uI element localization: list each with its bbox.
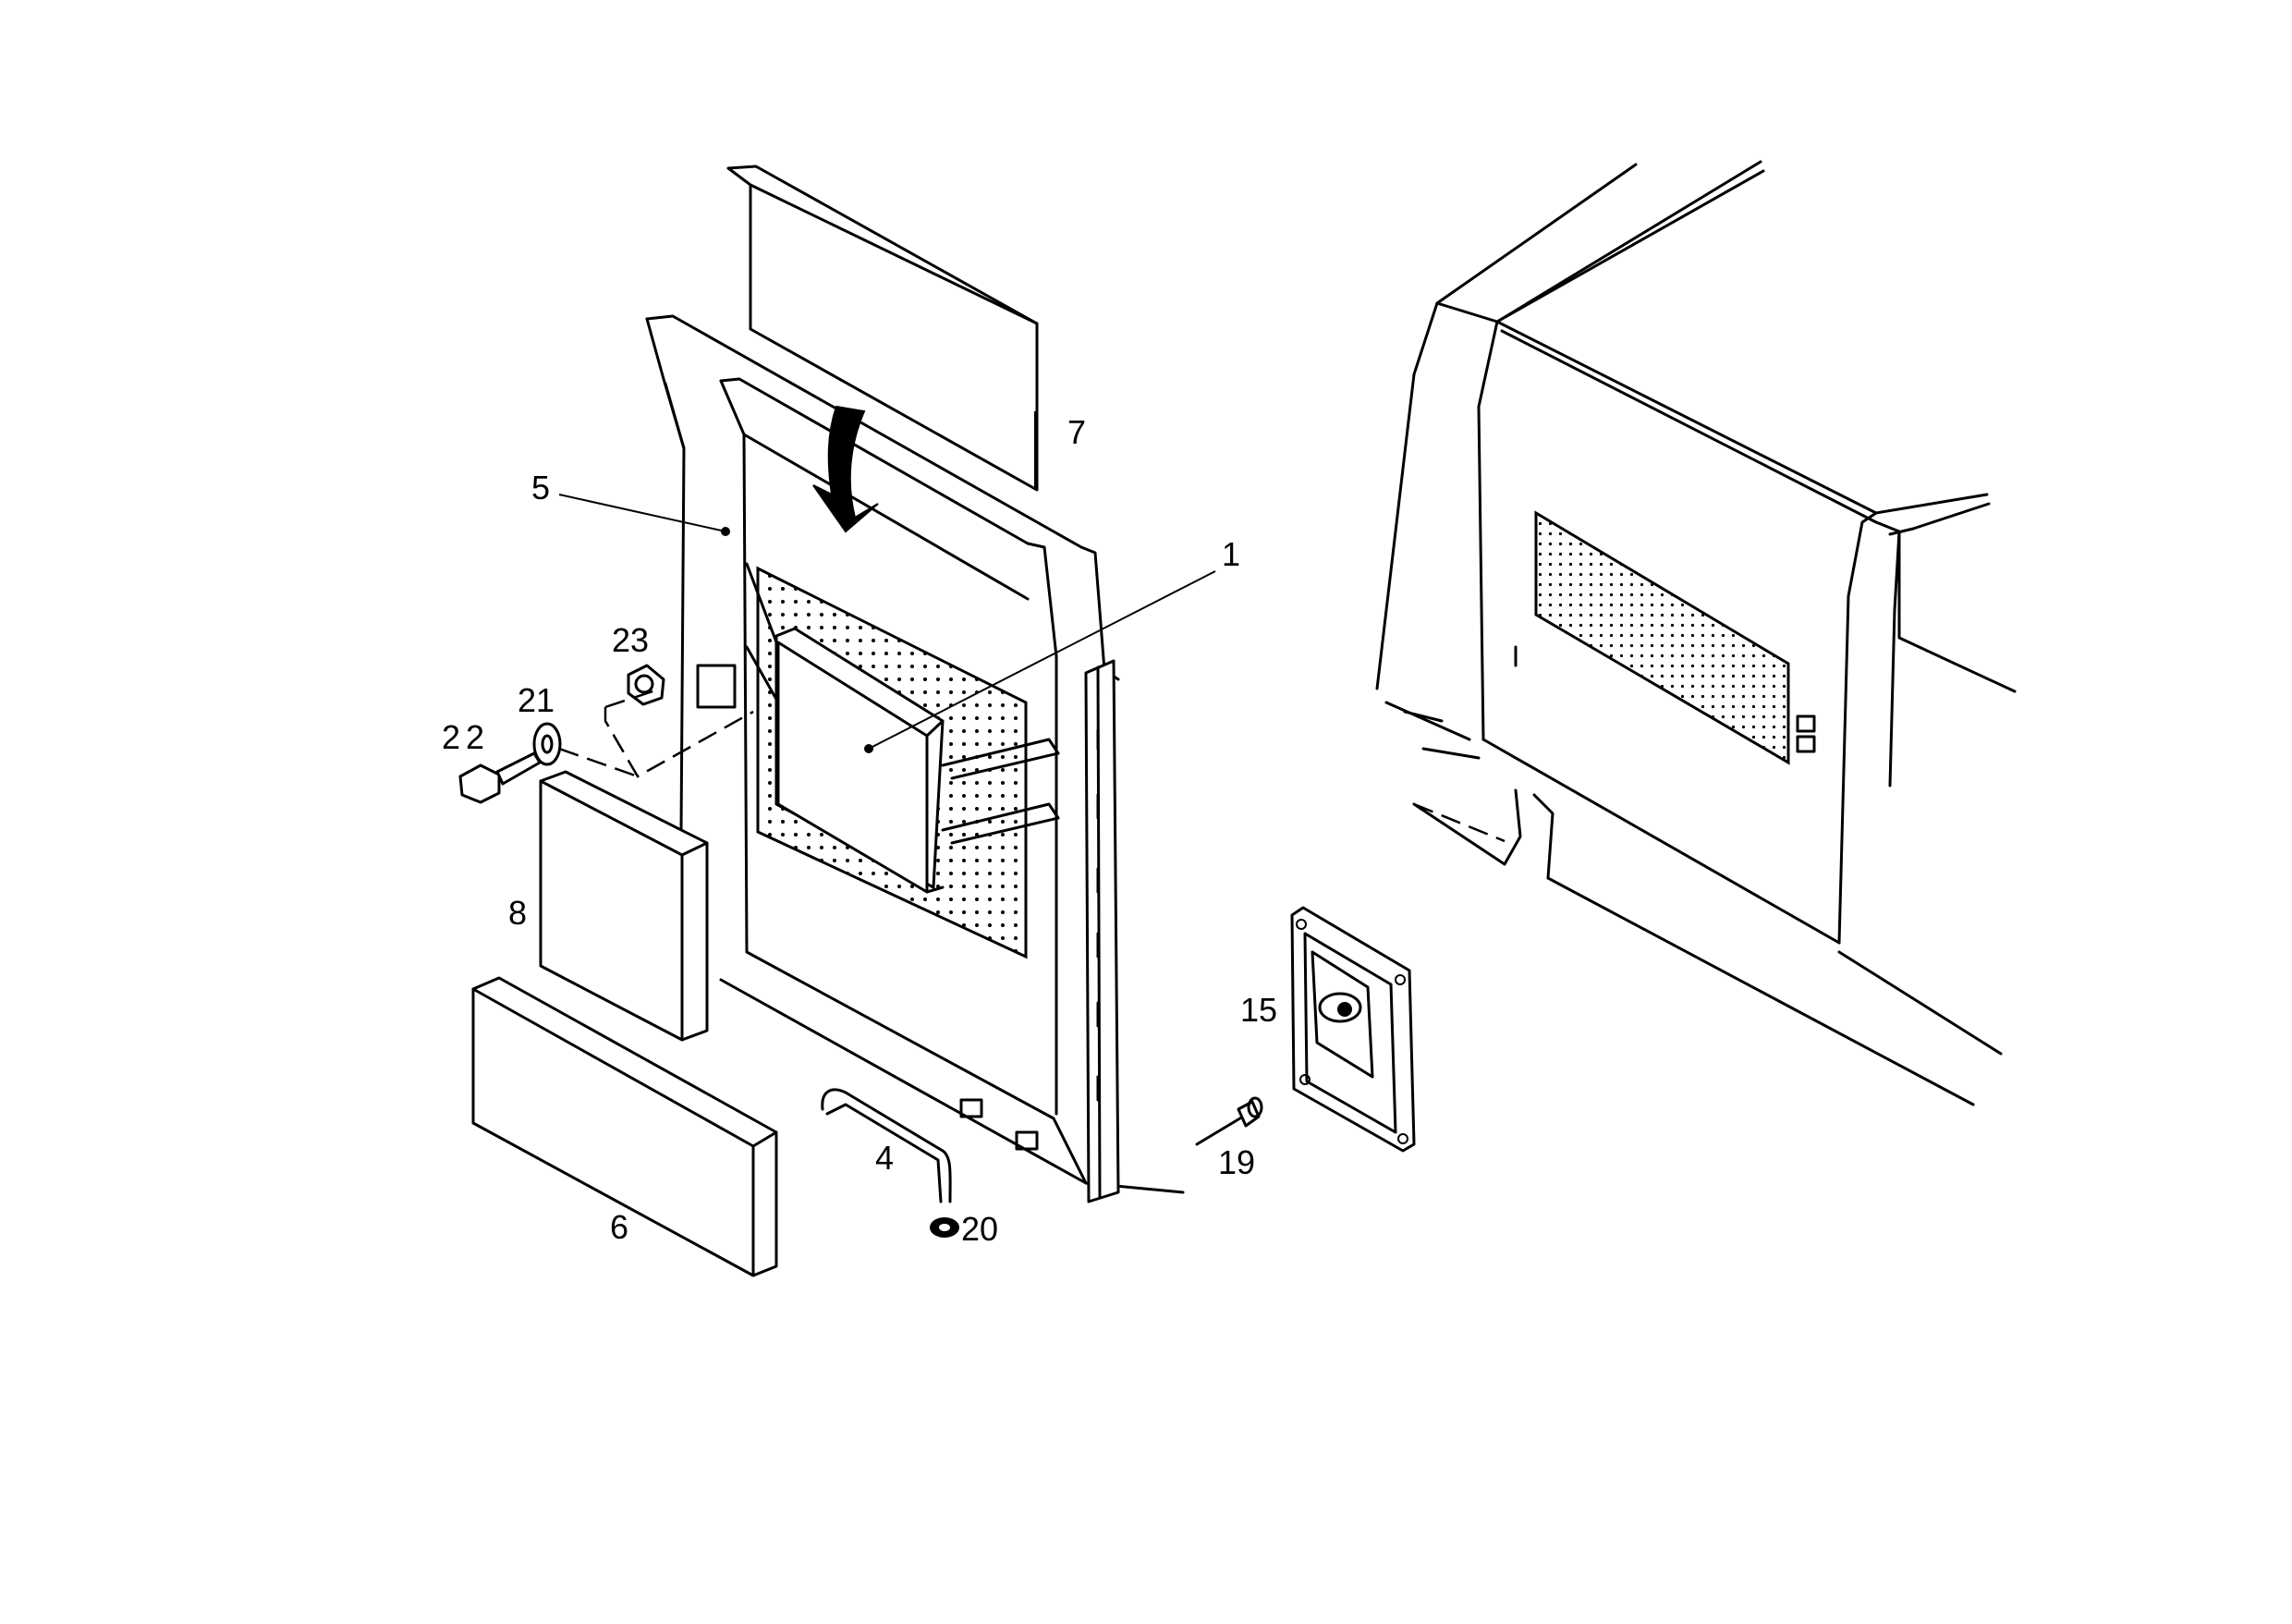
part-23-nut: [627, 664, 665, 706]
callout-22: 22: [442, 718, 490, 756]
machine-housing-assembled: [1375, 160, 2017, 1106]
callout-8: 8: [508, 894, 527, 932]
callout-1: 1: [1222, 535, 1240, 573]
part-19-rivet: [1195, 1096, 1263, 1146]
callout-6: 6: [610, 1208, 628, 1246]
callout-4: 4: [875, 1139, 894, 1177]
part-22-bolt: [458, 751, 542, 804]
callout-7: 7: [1067, 413, 1086, 451]
callout-20: 20: [961, 1210, 998, 1248]
callout-23: 23: [612, 621, 649, 659]
part-6-lower-insulation-slab: [471, 976, 778, 1277]
fastener-group: [458, 664, 754, 804]
part-7-top-insulation-slab: [726, 165, 1039, 492]
part-4-rod: [821, 1088, 952, 1203]
part-20-nut: [930, 1217, 959, 1238]
callout-21: 21: [518, 681, 555, 719]
callout-15: 15: [1240, 991, 1277, 1029]
part-8-insulation-block: [539, 770, 709, 1042]
part-5-door-frame: [645, 314, 1185, 1203]
part-15-latch-plate: [1290, 906, 1416, 1153]
part-1-perforated-panel: [745, 562, 1060, 959]
callout-5: 5: [531, 469, 550, 507]
leader-lines: [558, 411, 1216, 750]
callout-labels: 1 4 5 6 7 8 15 19 20 21 22 23: [442, 413, 1277, 1248]
part-21-washer: [532, 722, 562, 766]
callout-19: 19: [1218, 1143, 1255, 1181]
